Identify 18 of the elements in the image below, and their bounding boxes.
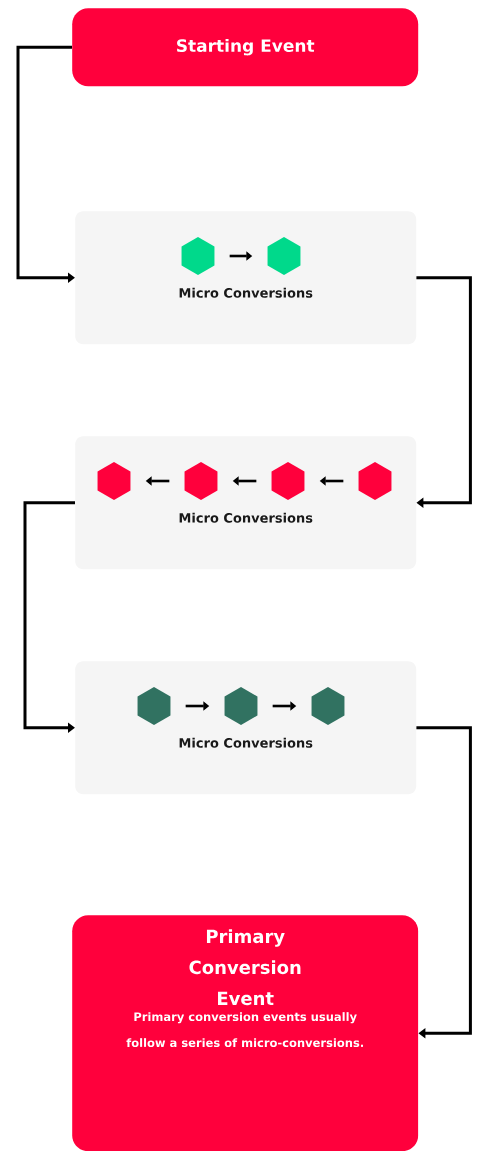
bracket-arrow [23, 501, 75, 733]
stage-card: Micro Conversions [75, 211, 417, 345]
hexagon [137, 687, 171, 725]
hexagon [271, 462, 305, 500]
hexagon [97, 462, 131, 500]
bracket-arrow [416, 276, 472, 508]
stage-card: Micro Conversions [75, 661, 417, 795]
hexagon [224, 687, 258, 725]
hexagon [358, 462, 392, 500]
event-box: Primary Conversion Event Primary conversion events usually follow a series of micro-conversions. [72, 915, 419, 1151]
event-box: Starting Event [72, 8, 419, 87]
hexagon [311, 687, 345, 725]
hexagon [267, 237, 301, 275]
hexagon [184, 462, 218, 500]
bracket-arrow [416, 726, 472, 1039]
bracket-arrow [16, 45, 75, 283]
hexagon [181, 237, 215, 275]
stage-card: Micro Conversions [75, 436, 417, 570]
